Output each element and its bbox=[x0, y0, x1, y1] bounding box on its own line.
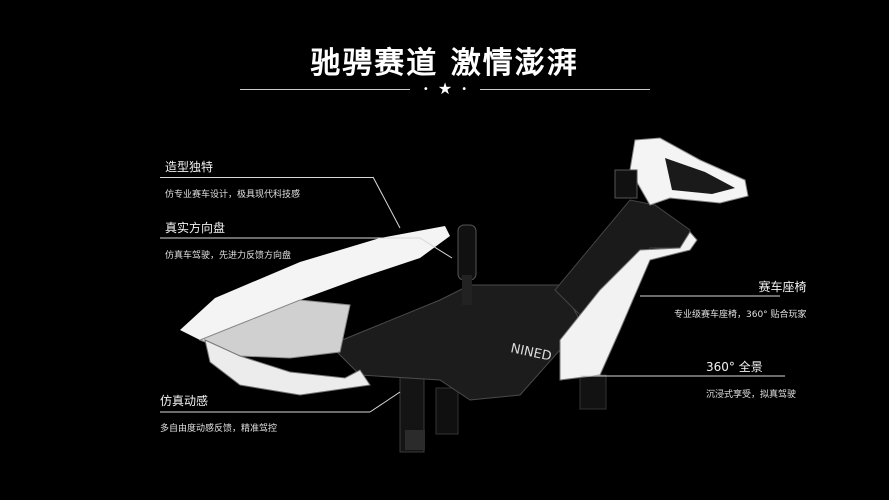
base-feet bbox=[399, 371, 607, 453]
callout-desc: 多自由度动感反馈，精准驾控 bbox=[160, 424, 278, 434]
callout-desc: 沉浸式享受，拟真驾驶 bbox=[706, 390, 797, 400]
callout-title: 造型独特 bbox=[165, 160, 214, 174]
canopy-underside bbox=[198, 299, 351, 359]
star-icon: ★ bbox=[437, 79, 453, 98]
divider-line-left bbox=[240, 89, 410, 90]
title-divider: • ★ • bbox=[240, 79, 650, 98]
headrest-visor bbox=[665, 158, 735, 194]
callout-desc: 仿真车驾驶，先进力反馈方向盘 bbox=[165, 251, 292, 261]
divider-line-right bbox=[480, 89, 650, 90]
dot-icon: • bbox=[461, 84, 468, 95]
steering-wheel bbox=[457, 224, 477, 305]
callout-desc: 专业级赛车座椅，360° 贴合玩家 bbox=[674, 310, 807, 320]
page-title: 驰骋赛道 激情澎湃 bbox=[310, 46, 579, 81]
callout-title: 真实方向盘 bbox=[165, 221, 226, 235]
callout-motion: 仿真动感 多自由度动感反馈，精准驾控 bbox=[160, 392, 277, 434]
monitor-mount bbox=[614, 169, 638, 199]
callout-title: 360° 全景 bbox=[706, 360, 763, 374]
callout-panorama: 360° 全景 沉浸式享受，拟真驾驶 bbox=[706, 358, 796, 400]
callout-desc: 仿专业赛车设计，极具现代科技感 bbox=[165, 190, 301, 200]
dot-icon: • bbox=[422, 84, 429, 95]
callout-steering-wheel: 真实方向盘 仿真车驾驶，先进力反馈方向盘 bbox=[165, 219, 291, 261]
divider-stars: • ★ • bbox=[410, 79, 480, 98]
front-canopy bbox=[180, 226, 450, 340]
callout-title: 赛车座椅 bbox=[758, 280, 807, 294]
callout-styling: 造型独特 仿专业赛车设计，极具现代科技感 bbox=[165, 158, 300, 200]
leader-line bbox=[160, 177, 373, 178]
front-body bbox=[204, 339, 371, 396]
callout-title: 仿真动感 bbox=[160, 394, 209, 408]
callout-racing-seat: 赛车座椅 专业级赛车座椅，360° 贴合玩家 bbox=[674, 278, 807, 320]
